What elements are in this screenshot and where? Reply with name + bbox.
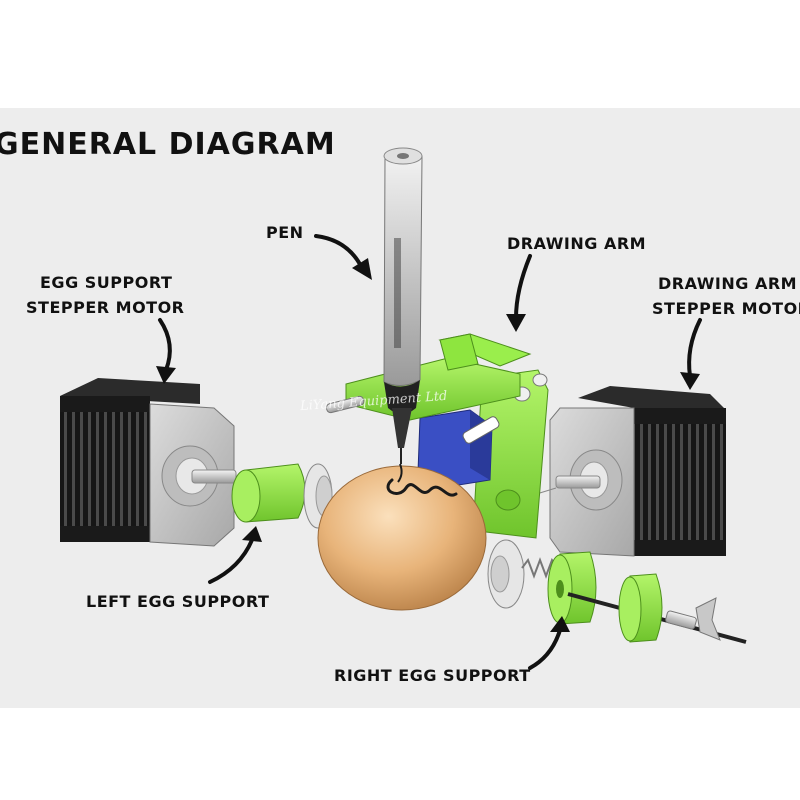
pointer-arrows bbox=[158, 234, 702, 670]
egg bbox=[317, 463, 487, 611]
egg-motor-arrow bbox=[158, 318, 172, 372]
pen-illustration bbox=[383, 147, 423, 464]
drawing-arm-arrow bbox=[514, 254, 532, 320]
right-egg-support bbox=[487, 539, 747, 644]
pen-arrow bbox=[314, 234, 364, 270]
left-support-arrow bbox=[208, 538, 254, 584]
pen-label: PEN bbox=[266, 223, 304, 242]
left-egg-support-label: LEFT EGG SUPPORT bbox=[86, 592, 270, 611]
egg-support-motor-label-line2: STEPPER MOTOR bbox=[26, 298, 185, 317]
diagram-artwork bbox=[60, 147, 747, 670]
arm-motor-arrow bbox=[687, 318, 702, 378]
egg-support-motor-label-line1: EGG SUPPORT bbox=[40, 273, 173, 292]
egg-support-stepper-motor bbox=[60, 378, 237, 547]
drawing-arm-label: DRAWING ARM bbox=[507, 234, 647, 253]
arrow-heads bbox=[156, 258, 700, 632]
right-support-arrow bbox=[528, 628, 562, 670]
drawing-arm-motor-label-line2: STEPPER MOTOR bbox=[652, 299, 800, 318]
servo-motor bbox=[417, 409, 500, 489]
diagram-panel: General Diagram PEN DRAWING ARM EGG SUPP… bbox=[0, 108, 800, 708]
right-egg-support-label: RIGHT EGG SUPPORT bbox=[334, 666, 531, 685]
drawing-arm-stepper-motor bbox=[529, 386, 726, 557]
diagram-title: General Diagram bbox=[0, 127, 336, 162]
left-egg-support bbox=[231, 463, 333, 529]
drawing-arm-motor-label-line1: DRAWING ARM bbox=[658, 274, 798, 293]
